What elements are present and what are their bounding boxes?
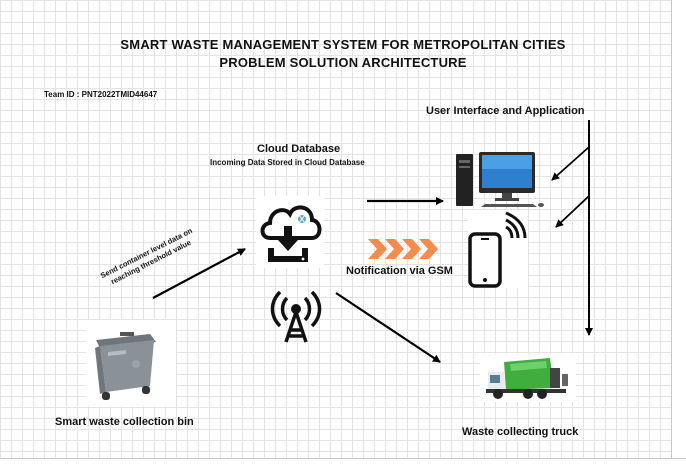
arrow-to-phone xyxy=(555,195,590,228)
diagram-subtitle: PROBLEM SOLUTION ARCHITECTURE xyxy=(219,55,467,70)
desktop-computer-icon xyxy=(456,152,544,207)
team-id: Team ID : PNT2022TMID44647 xyxy=(44,90,158,99)
smartphone-icon xyxy=(468,232,502,288)
wifi-signal-icon xyxy=(505,211,527,239)
smartphone-card xyxy=(468,210,528,288)
arrow-bin-to-cloud xyxy=(152,248,246,299)
chevron-arrows-icon xyxy=(368,239,438,259)
truck-label: Waste collecting truck xyxy=(462,426,579,438)
garbage-truck-icon xyxy=(480,354,576,402)
page-edge-bottom xyxy=(0,458,686,469)
diagram-title: SMART WASTE MANAGEMENT SYSTEM FOR METROP… xyxy=(120,37,566,52)
notification-label: Notification via GSM xyxy=(346,265,453,277)
arrow-tower-to-truck xyxy=(335,292,441,363)
cloud-database-label: Cloud Database xyxy=(257,143,341,155)
bin-label: Smart waste collection bin xyxy=(55,416,194,428)
antenna-tower-icon xyxy=(270,290,322,343)
user-interface-label: User Interface and Application xyxy=(426,105,585,117)
cloud-download-icon xyxy=(256,196,324,268)
waste-bin-icon xyxy=(86,320,176,406)
arrow-to-computer xyxy=(551,146,590,181)
cloud-database-sublabel: Incoming Data Stored in Cloud Database xyxy=(210,158,365,167)
page-edge-right xyxy=(671,0,686,468)
